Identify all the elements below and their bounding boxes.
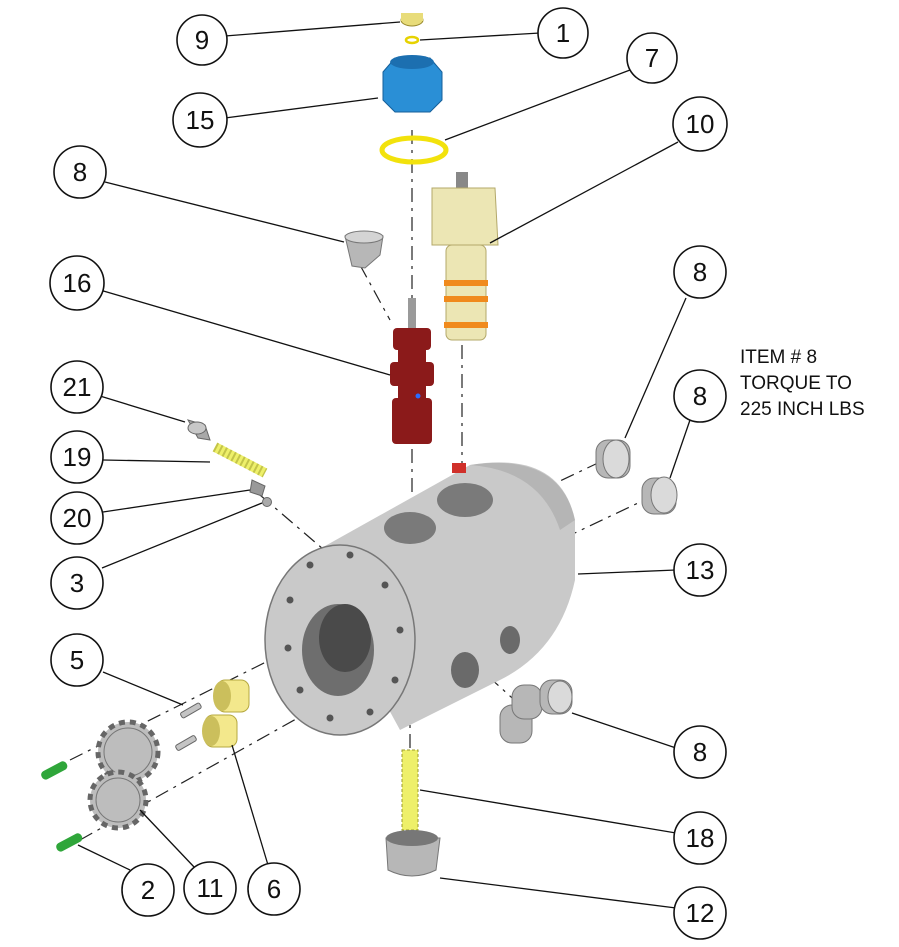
callout-balloon: 19 <box>50 430 104 484</box>
callout-balloon: 20 <box>50 491 104 545</box>
port-plugs-8 <box>344 230 678 744</box>
note-line-2: TORQUE TO <box>740 373 852 394</box>
relief-parts <box>186 419 272 507</box>
callout-label: 16 <box>63 268 92 298</box>
callout-label: 13 <box>686 555 715 585</box>
callout-label: 8 <box>693 737 707 767</box>
callout-balloon: 15 <box>172 92 228 148</box>
callout-balloon: 10 <box>672 96 728 152</box>
side-port <box>451 652 479 688</box>
callout-balloon: 2 <box>121 863 175 917</box>
pump-housing <box>264 462 575 736</box>
oring-7 <box>379 135 449 165</box>
callout-label: 10 <box>686 109 715 139</box>
leader-lines <box>77 21 691 909</box>
callout-label: 8 <box>73 157 87 187</box>
callouts: 9 1 7 15 10 8 16 8 21 8 19 20 3 13 5 8 18 2 11 6 12 <box>49 7 728 940</box>
callout-label: 8 <box>693 257 707 287</box>
oring-1 <box>404 35 420 45</box>
callout-label: 1 <box>556 18 570 48</box>
callout-label: 19 <box>63 442 92 472</box>
callout-balloon: 21 <box>50 360 104 414</box>
gear-set <box>41 679 250 852</box>
callout-label: 18 <box>686 823 715 853</box>
callout-balloon: 8 <box>673 725 727 779</box>
valve-port-left <box>384 512 436 544</box>
callout-label: 20 <box>63 503 92 533</box>
side-port <box>500 626 520 654</box>
callout-label: 2 <box>141 875 155 905</box>
callout-balloon: 7 <box>626 32 678 84</box>
housing-top-shade <box>470 462 575 530</box>
callout-balloon: 9 <box>176 14 228 66</box>
note-line-1: ITEM # 8 <box>740 347 818 368</box>
valve-spool-16 <box>390 298 434 444</box>
torque-note: ITEM # 8 TORQUE TO 225 INCH LBS <box>740 345 865 423</box>
relief-cap-stack <box>379 13 449 165</box>
callout-label: 7 <box>645 43 659 73</box>
red-marker <box>452 463 466 473</box>
callout-label: 12 <box>686 898 715 928</box>
callout-balloon: 18 <box>673 811 727 865</box>
callout-balloon: 8 <box>673 369 727 423</box>
callout-balloon: 13 <box>673 543 727 597</box>
callout-label: 9 <box>195 25 209 55</box>
face-bolt-holes <box>284 551 404 722</box>
gear-bore-inner <box>319 604 371 672</box>
callout-balloon: 1 <box>537 7 589 59</box>
cartridge-valve-10 <box>431 172 499 341</box>
callout-balloon: 8 <box>53 145 107 199</box>
callout-label: 21 <box>63 372 92 402</box>
callout-label: 8 <box>693 381 707 411</box>
callout-label: 15 <box>186 105 215 135</box>
callout-balloon: 11 <box>183 861 237 915</box>
callout-label: 6 <box>267 874 281 904</box>
callout-balloon: 16 <box>49 255 105 311</box>
callout-balloon: 6 <box>247 862 301 916</box>
callout-balloon: 12 <box>673 886 727 940</box>
spring-and-poppet <box>385 749 441 877</box>
callout-label: 3 <box>70 568 84 598</box>
callout-label: 11 <box>197 873 224 903</box>
callout-balloon: 8 <box>673 245 727 299</box>
callout-balloon: 5 <box>50 633 104 687</box>
callout-label: 5 <box>70 645 84 675</box>
callout-balloon: 3 <box>50 556 104 610</box>
note-line-3: 225 INCH LBS <box>740 399 865 420</box>
valve-port-right <box>437 483 493 517</box>
